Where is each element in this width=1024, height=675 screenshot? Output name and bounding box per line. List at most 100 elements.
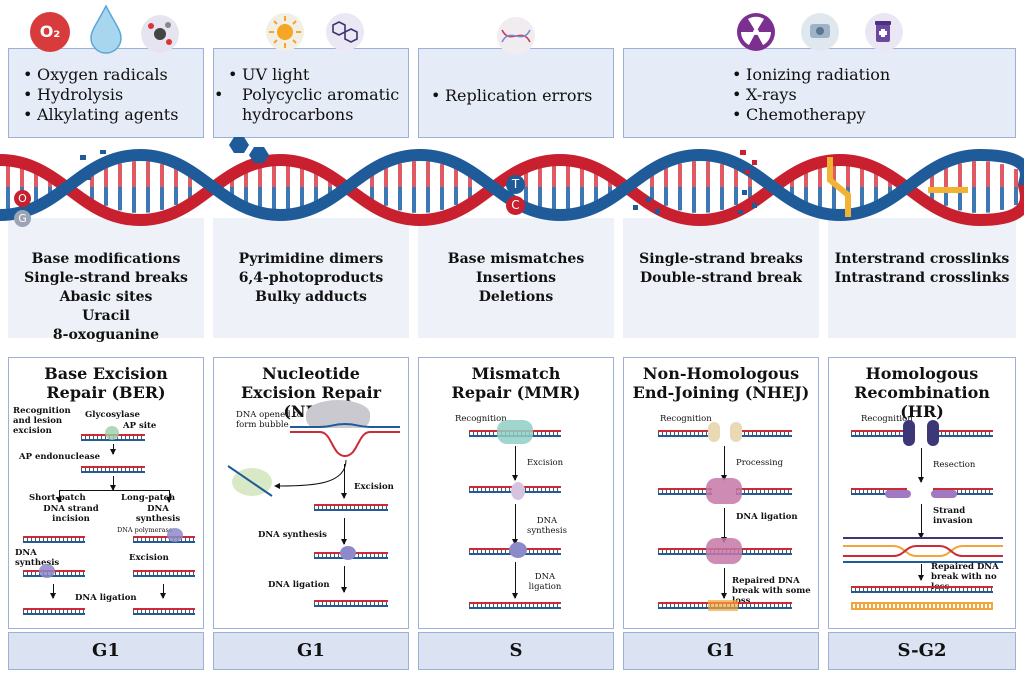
ber-dna-synthesis-left-label: DNA synthesis xyxy=(15,548,60,568)
cause-item: •Replication errors xyxy=(431,86,593,105)
mismatch-t-badge: T xyxy=(506,175,525,194)
phase-ber: G1 xyxy=(8,632,204,670)
excised-fragment xyxy=(227,465,273,497)
dna-strand xyxy=(23,536,85,543)
dna-strand xyxy=(469,602,561,609)
arrow xyxy=(721,446,727,481)
water-drop-icon xyxy=(90,4,122,54)
dna-strand xyxy=(851,586,993,593)
arrow xyxy=(721,568,727,599)
dna-strand xyxy=(133,608,195,615)
arrow xyxy=(512,504,518,545)
cause-box-4: •Ionizing radiation •X-rays •Chemotherap… xyxy=(623,48,1016,138)
ber-excision-label: Excision xyxy=(129,553,169,563)
pathway-ber: Base Excision Repair (BER) Recognition a… xyxy=(8,357,204,629)
pathway-ner: Nucleotide Excision Repair (NER) DNA ope… xyxy=(213,357,409,629)
hr-resection-label: Resection xyxy=(933,460,976,470)
mismatch-c-badge: C xyxy=(506,196,525,215)
cause-box-2: •UV light •Polycyclic aromatic hydrocarb… xyxy=(213,48,409,138)
cause-item: •Polycyclic aromatic hydrocarbons xyxy=(214,85,400,124)
arrow xyxy=(341,464,347,499)
mmr-recognition-label: Recognition xyxy=(455,414,507,424)
mmr-complex xyxy=(497,420,533,444)
arrow xyxy=(166,490,172,503)
damage-panel xyxy=(828,218,1016,338)
ber-dna-ligation-label: DNA ligation xyxy=(75,593,137,603)
ber-ap-endonuclease-label: AP endonuclease xyxy=(19,452,101,462)
arrow xyxy=(341,518,347,545)
damage-panel xyxy=(213,218,409,338)
branch-line xyxy=(59,490,169,491)
dna-strand xyxy=(133,536,195,543)
ligase-protein xyxy=(706,538,742,564)
damage-panel xyxy=(623,218,819,338)
pathway-title: Mismatch Repair (MMR) xyxy=(451,364,581,402)
cause-item: •X-rays xyxy=(732,85,797,104)
arrow xyxy=(50,584,56,599)
arrow xyxy=(110,476,116,491)
hr-strand-invasion-label: Strand invasion xyxy=(933,506,973,526)
cause-item: •Chemotherapy xyxy=(732,105,866,124)
mmr-dna-synthesis-label: DNA synthesis xyxy=(527,516,568,536)
phase-nhej: G1 xyxy=(623,632,819,670)
mre11-protein xyxy=(927,420,939,446)
ber-dna-synthesis-right-label: DNA synthesis xyxy=(135,504,181,524)
arrow xyxy=(512,446,518,481)
dna-strand xyxy=(736,488,792,495)
nhej-dna-ligation-label: DNA ligation xyxy=(736,512,798,522)
pathway-nhej: Non-Homologous End-Joining (NHEJ) Recogn… xyxy=(623,357,819,629)
exonuclease-enzyme xyxy=(511,482,525,500)
cause-item: •Oxygen radicals xyxy=(23,65,168,84)
cause-item: •Alkylating agents xyxy=(23,105,179,124)
arrow xyxy=(341,566,347,593)
arrow xyxy=(56,490,62,503)
ner-bubble-label: DNA opened to form bubble xyxy=(236,410,302,430)
cause-item: •Ionizing radiation xyxy=(732,65,891,84)
homologous-strand xyxy=(851,602,993,610)
arrow xyxy=(721,508,727,543)
cause-item: •UV light xyxy=(228,65,310,84)
dna-pkcs-protein xyxy=(706,478,742,504)
dna-strand xyxy=(933,430,993,437)
cause-box-3: •Replication errors xyxy=(418,48,614,138)
phase-mmr: S xyxy=(418,632,614,670)
ber-dna-polymerase-label: DNA polymerase xyxy=(117,526,173,534)
polymerase-enzyme xyxy=(509,542,527,558)
pathway-hr: Homologous Recombination (HR) Recognitio… xyxy=(828,357,1016,629)
damage-panel xyxy=(8,218,204,338)
ber-glycosylase-label: Glycosylase xyxy=(85,410,140,420)
xray-icon xyxy=(801,13,839,51)
dna-icon xyxy=(497,17,535,55)
radiation-icon xyxy=(737,13,775,51)
ner-dna-synthesis-label: DNA synthesis xyxy=(258,530,327,540)
arrow xyxy=(918,564,924,581)
hr-recognition-label: Recognition xyxy=(861,414,913,424)
polymerase-enzyme xyxy=(39,564,55,578)
arrow xyxy=(110,444,116,455)
dna-strand xyxy=(133,570,195,577)
ku-protein xyxy=(708,422,720,442)
dna-strand xyxy=(23,608,85,615)
nhej-processing-label: Processing xyxy=(736,458,784,468)
mmr-dna-ligation-label: DNA ligation xyxy=(528,572,562,592)
dna-strand xyxy=(851,488,907,495)
dna-helix xyxy=(0,137,1024,227)
ner-excision-label: Excision xyxy=(354,482,394,492)
rad51-protein xyxy=(885,490,911,498)
pathway-mmr: Mismatch Repair (MMR) Recognition Excisi… xyxy=(418,357,614,629)
polymerase-enzyme xyxy=(167,528,183,542)
ber-recognition-label: Recognition and lesion excision xyxy=(13,406,71,436)
strand-invasion-diagram xyxy=(843,537,1003,563)
cause-box-1: •Oxygen radicals •Hydrolysis •Alkylating… xyxy=(8,48,204,138)
oxygen-icon: O₂ xyxy=(30,12,70,52)
repair-patch xyxy=(708,600,738,611)
medicine-icon xyxy=(865,13,903,51)
phase-hr: S-G2 xyxy=(828,632,1016,670)
arrow xyxy=(512,562,518,599)
mmr-excision-label: Excision xyxy=(527,458,564,468)
